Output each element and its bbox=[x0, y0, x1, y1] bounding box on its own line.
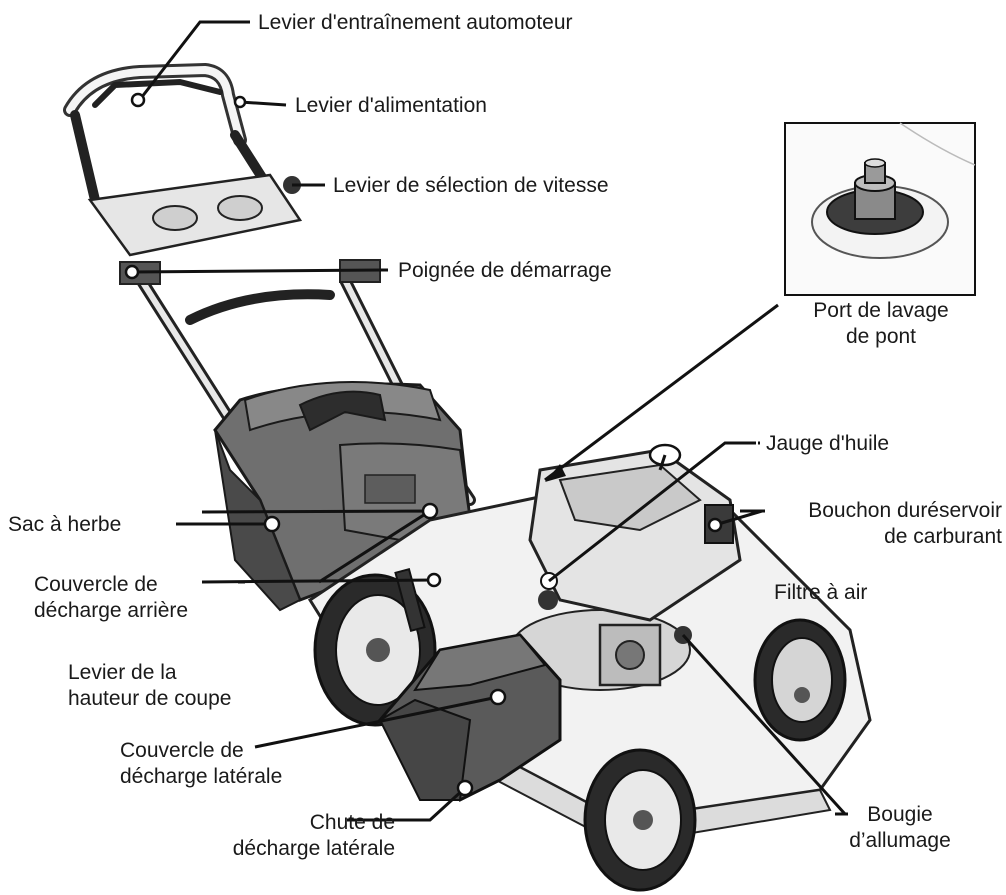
label-rear-discharge-cover: Couvercle de décharge arrière bbox=[34, 572, 188, 624]
label-air-filter: Filtre à air bbox=[774, 580, 867, 606]
label-spark-plug: Bougie d’allumage bbox=[845, 802, 955, 854]
label-side-discharge-cover-line2: décharge latérale bbox=[120, 764, 282, 790]
label-fuel-cap: Bouchon duréservoir de carburant bbox=[760, 498, 1002, 550]
label-fuel-cap-line1: Bouchon duréservoir bbox=[760, 498, 1002, 524]
label-cut-height-lever-line2: hauteur de coupe bbox=[68, 686, 231, 712]
label-self-propel-lever: Levier d'entraînement automoteur bbox=[258, 10, 573, 36]
label-fuel-cap-line2: de carburant bbox=[760, 524, 1002, 550]
front-left-wheel bbox=[585, 750, 695, 890]
label-cut-height-lever: Levier de la hauteur de coupe bbox=[68, 660, 231, 712]
label-spark-plug-line1: Bougie bbox=[845, 802, 955, 828]
label-side-discharge-cover: Couvercle de décharge latérale bbox=[120, 738, 282, 790]
label-side-discharge-chute-line2: décharge latérale bbox=[210, 836, 395, 862]
rear-right-wheel bbox=[755, 620, 845, 740]
label-side-discharge-chute: Chute de décharge latérale bbox=[210, 810, 395, 862]
label-side-discharge-chute-line1: Chute de bbox=[210, 810, 395, 836]
label-rear-discharge-cover-line2: décharge arrière bbox=[34, 598, 188, 624]
label-rear-discharge-cover-line1: Couvercle de bbox=[34, 572, 188, 598]
label-power-lever: Levier d'alimentation bbox=[295, 93, 487, 119]
label-deck-wash-port-line1: Port de lavage bbox=[786, 298, 976, 324]
deck-wash-port-inset bbox=[785, 123, 975, 295]
label-grass-bag: Sac à herbe bbox=[8, 512, 121, 538]
label-deck-wash-port-line2: de pont bbox=[786, 324, 976, 350]
label-spark-plug-line2: d’allumage bbox=[845, 828, 955, 854]
label-side-discharge-cover-line1: Couvercle de bbox=[120, 738, 282, 764]
label-deck-wash-port: Port de lavage de pont bbox=[786, 298, 976, 350]
label-oil-dipstick: Jauge d'huile bbox=[766, 431, 889, 457]
label-starter-handle: Poignée de démarrage bbox=[398, 258, 612, 284]
label-speed-selector: Levier de sélection de vitesse bbox=[333, 173, 609, 199]
label-cut-height-lever-line1: Levier de la bbox=[68, 660, 231, 686]
